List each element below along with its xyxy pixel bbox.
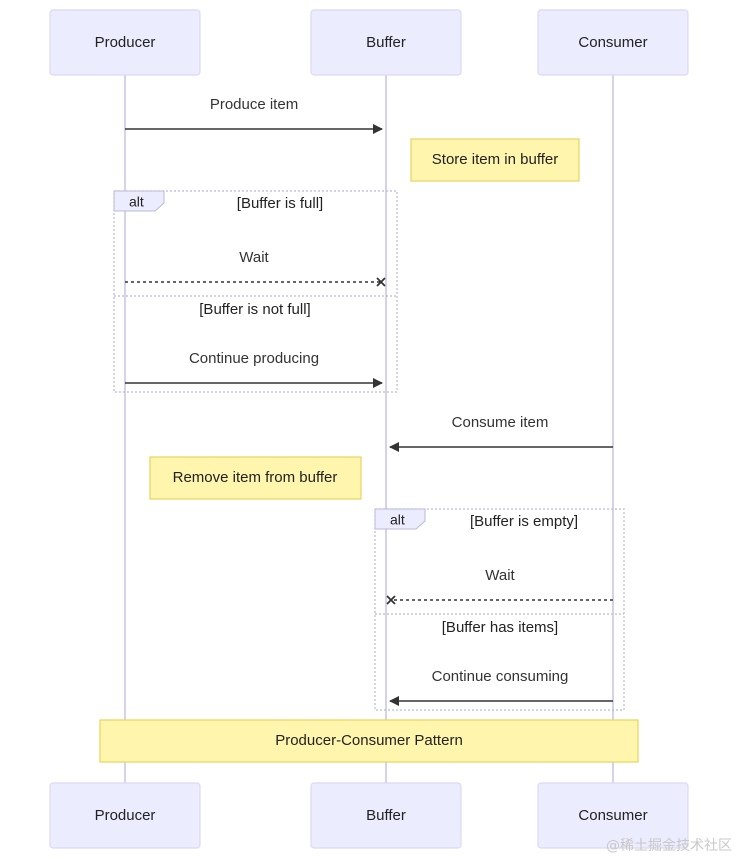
actor-consumer-bottom: Consumer <box>537 782 689 849</box>
actor-buffer-bottom: Buffer <box>310 782 462 849</box>
note-text: Producer-Consumer Pattern <box>275 732 463 749</box>
message-produce-item: Produce item <box>210 96 298 113</box>
note-text: Store item in buffer <box>432 151 558 168</box>
frame-condition-full: [Buffer is full] <box>237 195 323 212</box>
frame-condition-not-full: [Buffer is not full] <box>199 301 310 318</box>
message-wait-producer: Wait <box>239 249 269 266</box>
actor-consumer-top: Consumer <box>537 9 689 76</box>
actor-label: Producer <box>95 807 156 824</box>
message-wait-consumer: Wait <box>485 567 515 584</box>
alt-frame-buffer-full: alt [Buffer is full] [Buffer is not full… <box>113 190 398 393</box>
alt-frame-buffer-empty: alt [Buffer is empty] [Buffer has items] <box>374 508 625 711</box>
frame-label: alt <box>129 194 144 210</box>
note-text: Remove item from buffer <box>173 469 338 486</box>
cross-icon <box>376 277 386 287</box>
watermark: @稀土掘金技术社区 <box>606 838 732 854</box>
note-store-item: Store item in buffer <box>410 138 580 182</box>
note-pattern: Producer-Consumer Pattern <box>99 719 639 763</box>
frame-label: alt <box>390 512 405 528</box>
message-continue-producing: Continue producing <box>189 350 319 367</box>
frame-condition-empty: [Buffer is empty] <box>470 513 578 530</box>
actor-buffer-top: Buffer <box>310 9 462 76</box>
actor-label: Buffer <box>366 807 406 824</box>
actor-producer-bottom: Producer <box>49 782 201 849</box>
actor-label: Consumer <box>578 34 647 51</box>
cross-icon <box>386 595 396 605</box>
actor-label: Buffer <box>366 34 406 51</box>
note-remove-item: Remove item from buffer <box>149 456 362 500</box>
message-continue-consuming: Continue consuming <box>432 668 569 685</box>
message-consume-item: Consume item <box>452 414 549 431</box>
actor-label: Producer <box>95 34 156 51</box>
actor-producer-top: Producer <box>49 9 201 76</box>
actor-label: Consumer <box>578 807 647 824</box>
frame-condition-has-items: [Buffer has items] <box>442 619 558 636</box>
